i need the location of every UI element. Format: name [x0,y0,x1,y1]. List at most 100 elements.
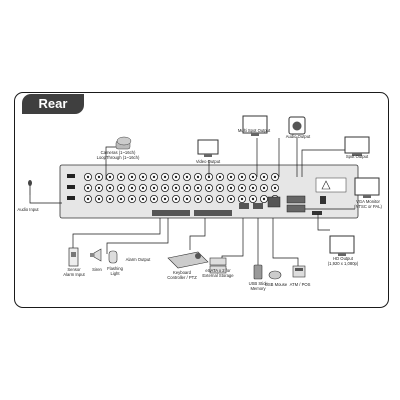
bnc-pin [251,175,255,179]
bnc-pin [119,175,123,179]
camera-icon [115,136,132,150]
bnc-pin [130,186,134,190]
bnc-pin [163,197,167,201]
bnc-pin [119,186,123,190]
atm-pos-label: ATM / POS [289,282,311,287]
cameras-label: Cameras (1~16ch) LoopThrough (1~16ch) [96,150,140,160]
bnc-pin [108,197,112,201]
esata-label: eSATA x 2 for External Storage [202,268,234,278]
usb-mouse-icon [268,270,282,280]
microphone-icon [28,180,32,195]
bnc-pin [97,175,101,179]
flashing-light-label: Flashing Light [107,266,123,276]
bnc-pin [97,186,101,190]
bnc-pin [229,175,233,179]
bnc-pin [152,175,156,179]
vga-monitor-icon [354,177,380,198]
usb-stick-icon [253,264,263,280]
rear-title-tab: Rear [22,94,84,114]
terminal-block [194,210,232,216]
usb-mouse-label: USB Mouse [264,282,288,287]
hdmi-port [312,211,322,215]
bnc-pin [262,197,266,201]
terminal-blocks [67,174,232,216]
bnc-pin [262,186,266,190]
bnc-pin [240,175,244,179]
esata-port [239,203,249,209]
audio-output-label: Audio Output [285,134,311,139]
rating-label [315,177,347,193]
power-switch [320,196,326,204]
spot-monitor-icon [344,136,370,156]
sensor-alarm-input-label: Sensor Alarm Input [63,267,85,277]
ethernet-port [267,196,281,208]
multi-spot-monitor-icon [242,115,268,136]
warning-triangle-icon [321,180,331,190]
bnc-pin [130,197,134,201]
atm-pos-icon [292,265,306,278]
bnc-pin [152,186,156,190]
bnc-pin [163,175,167,179]
bnc-pin [218,197,222,201]
bnc-pin [141,186,145,190]
bnc-pin [185,197,189,201]
usb-port [253,203,263,209]
spot-output-label: Spot Output [345,154,369,159]
terminal-block [152,210,190,216]
audio-input-label: Audio Input [17,207,39,212]
rs232-port [286,195,306,204]
bnc-pin [240,186,244,190]
bnc-pin [86,197,90,201]
siren-icon [90,248,102,262]
bnc-pin [141,175,145,179]
bnc-pin [185,175,189,179]
bnc-pin [251,197,255,201]
bnc-pin [218,186,222,190]
bnc-pin [273,175,277,179]
siren-label: Siren [92,267,102,272]
bnc-pin [218,175,222,179]
bnc-pin [97,197,101,201]
hd-monitor-icon [329,235,355,256]
bnc-pin [174,186,178,190]
audio-jack [67,174,75,178]
bnc-pin [174,175,178,179]
keyboard-controller-label: Keyboard Controller / PTZ [167,270,197,280]
alarm-output-label: Alarm Output [125,257,151,262]
bnc-pin [240,197,244,201]
bnc-pin [207,186,211,190]
bnc-pin [119,197,123,201]
video-output-label: Video Output [195,159,221,164]
bnc-pin [174,197,178,201]
bnc-pin [141,197,145,201]
bnc-pin [229,197,233,201]
bnc-pin [130,175,134,179]
bnc-pin [86,175,90,179]
bnc-pin [207,197,211,201]
bnc-pin [108,175,112,179]
bnc-pin [196,175,200,179]
video-monitor-icon [197,139,219,157]
multi-spot-output-label: Multi Spot Output [237,128,271,133]
usb-stick-label: USB Stick Memory [248,281,268,291]
bnc-pin [163,186,167,190]
bnc-pin [86,186,90,190]
speaker-icon [288,116,306,135]
bnc-pin [196,197,200,201]
sensor-icon [68,247,79,267]
vga-monitor-label: VGA Monitor (NTSC or PAL) [354,199,382,209]
bnc-pin [196,186,200,190]
hd-output-label: HD Output (1,920 x 1,080p) [327,256,359,266]
flashing-light-icon [108,250,118,264]
bnc-connectors [84,172,279,203]
bnc-pin [185,186,189,190]
bnc-pin [108,186,112,190]
audio-jack [67,185,75,189]
keyboard-controller-icon [167,251,209,269]
esata-drive-icon [209,257,227,274]
bnc-pin [251,186,255,190]
audio-jack [67,196,75,200]
vga-port [286,204,306,213]
bnc-pin [273,186,277,190]
